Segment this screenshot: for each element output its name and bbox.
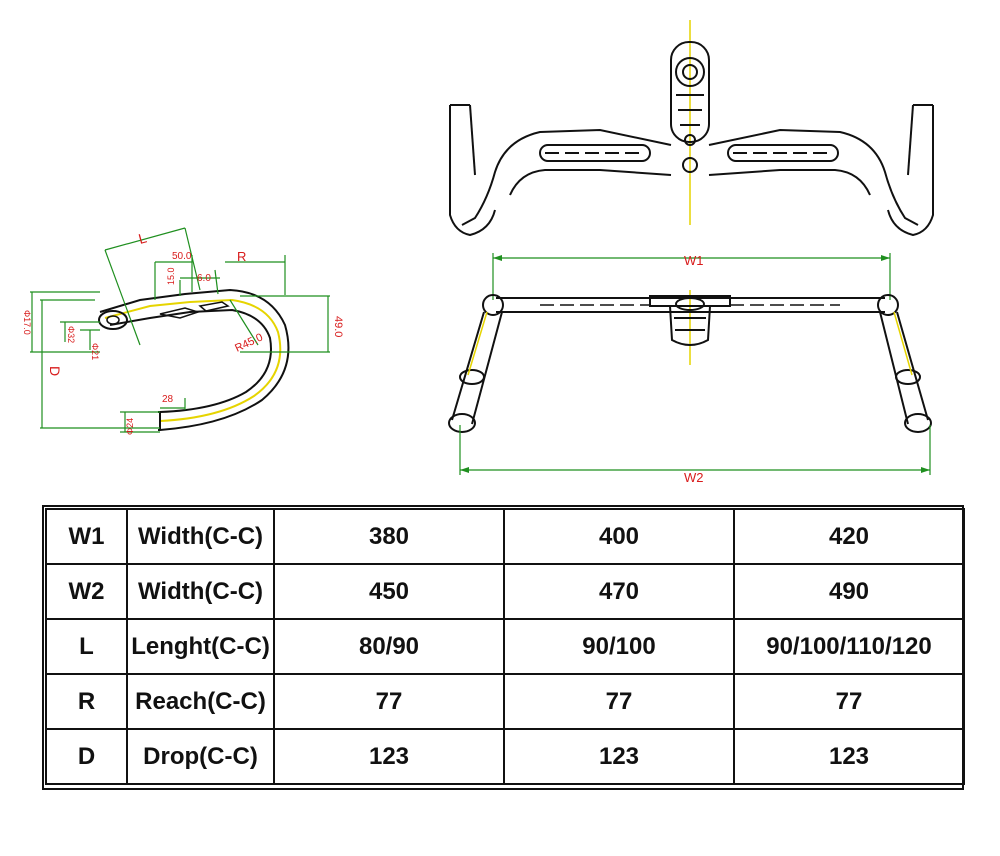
row-value: 420 — [733, 508, 965, 565]
dim-r45: R45.0 — [233, 331, 265, 354]
row-value: 90/100/110/120 — [733, 618, 965, 675]
side-profile-outer — [99, 288, 290, 431]
dim-phi32: Φ32 — [66, 326, 76, 343]
table-row-w1: W1 Width(C-C) 380 400 420 — [45, 508, 965, 565]
side-view-drawing: L R 50.0 15.0 6.0 49.0 R45.0 28 Φ24 Φ17.… — [22, 227, 344, 435]
row-symbol: D — [45, 728, 128, 785]
dim-49: 49.0 — [332, 316, 344, 337]
dim-w2: W2 — [684, 470, 704, 485]
row-symbol: W2 — [45, 563, 128, 620]
row-symbol: R — [45, 673, 128, 730]
technical-drawing: L R 50.0 15.0 6.0 49.0 R45.0 28 Φ24 Φ17.… — [22, 20, 934, 485]
dim-w1: W1 — [684, 253, 704, 268]
w2-dimension: W2 — [459, 425, 931, 485]
dim-phi17: Φ17.0 — [22, 310, 32, 335]
row-symbol: L — [45, 618, 128, 675]
row-value: 450 — [273, 563, 505, 620]
row-value: 90/100 — [503, 618, 735, 675]
front-view-drawing — [448, 290, 932, 433]
row-value: 123 — [273, 728, 505, 785]
dim-28: 28 — [162, 394, 174, 405]
dim-R: R — [237, 249, 246, 264]
row-value: 123 — [733, 728, 965, 785]
table-row-r: R Reach(C-C) 77 77 77 — [45, 673, 965, 730]
row-value: 490 — [733, 563, 965, 620]
dim-6: 6.0 — [197, 273, 211, 284]
side-profile-inner — [109, 308, 272, 413]
row-label: Lenght(C-C) — [126, 618, 275, 675]
table-row-d: D Drop(C-C) 123 123 123 — [45, 728, 965, 785]
row-value: 77 — [273, 673, 505, 730]
stem-clamp — [98, 310, 128, 330]
row-value: 400 — [503, 508, 735, 565]
dim-phi21: Φ21 — [90, 343, 100, 360]
row-value: 80/90 — [273, 618, 505, 675]
row-value: 470 — [503, 563, 735, 620]
dim-15: 15.0 — [166, 267, 176, 285]
row-value: 380 — [273, 508, 505, 565]
table-row-l: L Lenght(C-C) 80/90 90/100 90/100/110/12… — [45, 618, 965, 675]
spec-table: W1 Width(C-C) 380 400 420 W2 Width(C-C) … — [45, 508, 965, 785]
dim-50: 50.0 — [172, 251, 192, 262]
row-label: Width(C-C) — [126, 563, 275, 620]
dim-D: D — [47, 366, 63, 376]
row-label: Width(C-C) — [126, 508, 275, 565]
top-view-drawing — [449, 20, 934, 237]
row-label: Reach(C-C) — [126, 673, 275, 730]
row-label: Drop(C-C) — [126, 728, 275, 785]
side-centerline — [104, 298, 282, 422]
row-value: 123 — [503, 728, 735, 785]
row-value: 77 — [503, 673, 735, 730]
table-row-w2: W2 Width(C-C) 450 470 490 — [45, 563, 965, 620]
w1-dimension: W1 — [492, 253, 891, 300]
row-symbol: W1 — [45, 508, 128, 565]
dim-phi24: Φ24 — [125, 418, 135, 435]
dim-L: L — [137, 229, 149, 247]
row-value: 77 — [733, 673, 965, 730]
